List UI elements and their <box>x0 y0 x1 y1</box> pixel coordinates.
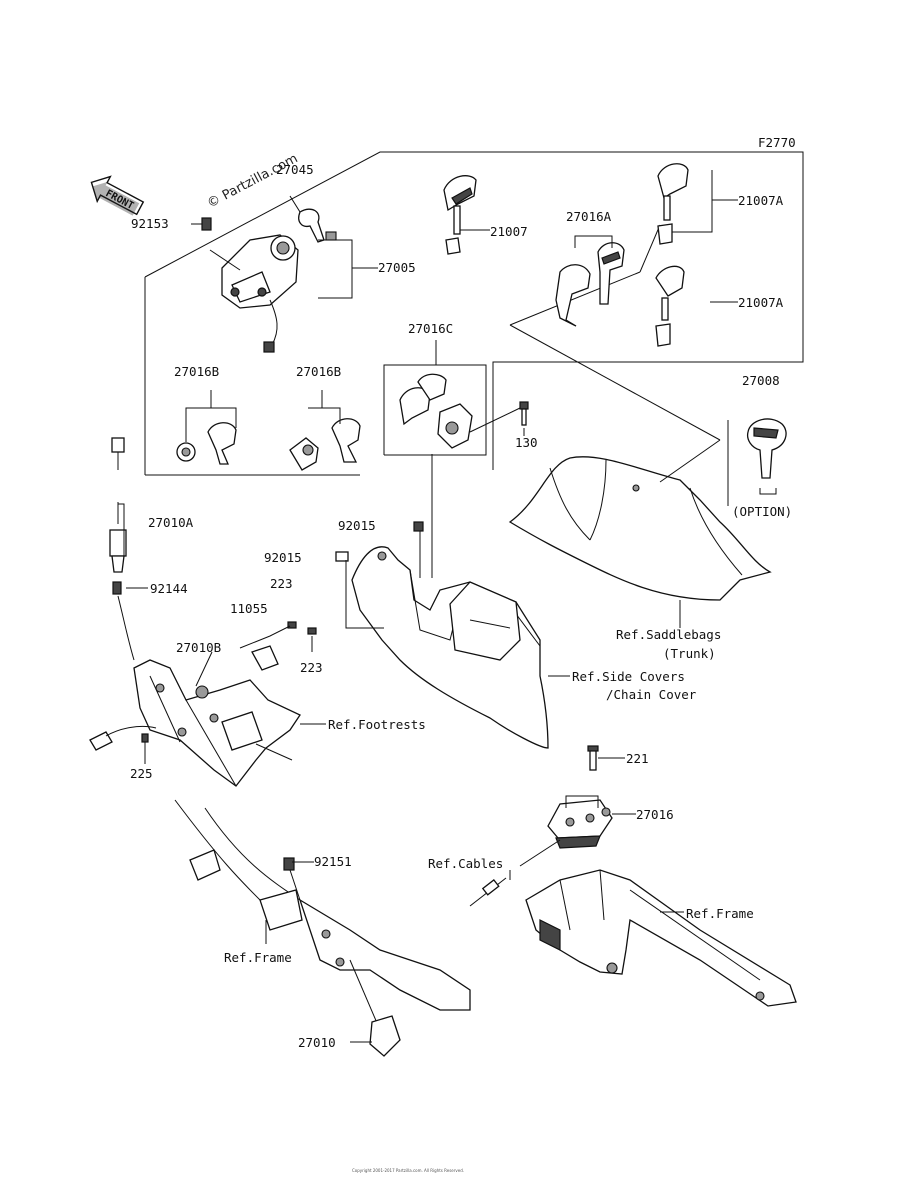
label-27008: 27008 <box>742 373 780 388</box>
switch-27010A <box>109 437 127 595</box>
label-ref-frame-left: Ref.Frame <box>224 950 292 965</box>
card-key-27008 <box>746 418 787 479</box>
clip-92015-lower <box>335 551 349 562</box>
label-27010: 27010 <box>298 1035 336 1050</box>
cable-assembly <box>469 839 561 907</box>
key-21007A-upper <box>657 163 689 245</box>
label-92153: 92153 <box>131 216 169 231</box>
label-27045: 27045 <box>276 162 314 177</box>
label-ref-side-covers: Ref.Side Covers <box>572 669 685 684</box>
label-21007: 21007 <box>490 224 528 239</box>
label-92015-lower: 92015 <box>264 550 302 565</box>
label-21007A-upper: 21007A <box>738 193 784 208</box>
label-221: 221 <box>626 751 649 766</box>
label-ref-trunk: (Trunk) <box>663 646 716 661</box>
label-27016: 27016 <box>636 807 674 822</box>
key-21007 <box>443 175 477 255</box>
label-ref-footrests: Ref.Footrests <box>328 717 426 732</box>
label-ref-cables: Ref.Cables <box>428 856 503 871</box>
screw-130 <box>519 401 529 426</box>
label-225: 225 <box>130 766 153 781</box>
screw-225 <box>141 733 149 743</box>
ignition-switch-assembly <box>201 208 337 353</box>
front-arrow: FRONT <box>90 175 145 216</box>
label-223-upper: 223 <box>270 576 293 591</box>
label-92144: 92144 <box>150 581 188 596</box>
clip-92015-upper <box>413 521 424 532</box>
label-27016B-left: 27016B <box>174 364 219 379</box>
label-92015-upper: 92015 <box>338 518 376 533</box>
copyright-text: Copyright 2001-2017 Partzilla.com. All R… <box>352 1168 464 1173</box>
label-27005: 27005 <box>378 260 416 275</box>
label-223-lower: 223 <box>300 660 323 675</box>
switch-11055 <box>251 621 317 671</box>
label-27016C: 27016C <box>408 321 453 336</box>
label-27016A: 27016A <box>566 209 612 224</box>
label-27016B-right: 27016B <box>296 364 341 379</box>
lock-27016B-left <box>176 422 237 465</box>
lock-27016C <box>399 373 473 449</box>
seat-lock-27016 <box>547 745 613 849</box>
label-130: 130 <box>515 435 538 450</box>
label-21007A-lower: 21007A <box>738 295 784 310</box>
lock-27016A <box>555 242 625 327</box>
top-frame-outline <box>144 151 804 476</box>
label-ref-frame-right: Ref.Frame <box>686 906 754 921</box>
footrest-bracket <box>89 659 301 787</box>
label-ref-saddlebags: Ref.Saddlebags <box>616 627 721 642</box>
label-27010A: 27010A <box>148 515 194 530</box>
label-92151: 92151 <box>314 854 352 869</box>
option-label: (OPTION) <box>732 504 792 519</box>
lock-27016B-right <box>289 418 361 471</box>
rear-frame-right <box>525 869 797 1007</box>
saddlebag-trunk-shape <box>508 456 772 601</box>
key-21007A-lower <box>655 265 685 347</box>
label-11055: 11055 <box>230 601 268 616</box>
side-cover-chain-cover <box>351 546 549 749</box>
figure-code: F2770 <box>758 135 796 150</box>
center-frame-left <box>174 799 471 1057</box>
label-27010B: 27010B <box>176 640 221 655</box>
label-ref-chain-cover: /Chain Cover <box>606 687 697 702</box>
